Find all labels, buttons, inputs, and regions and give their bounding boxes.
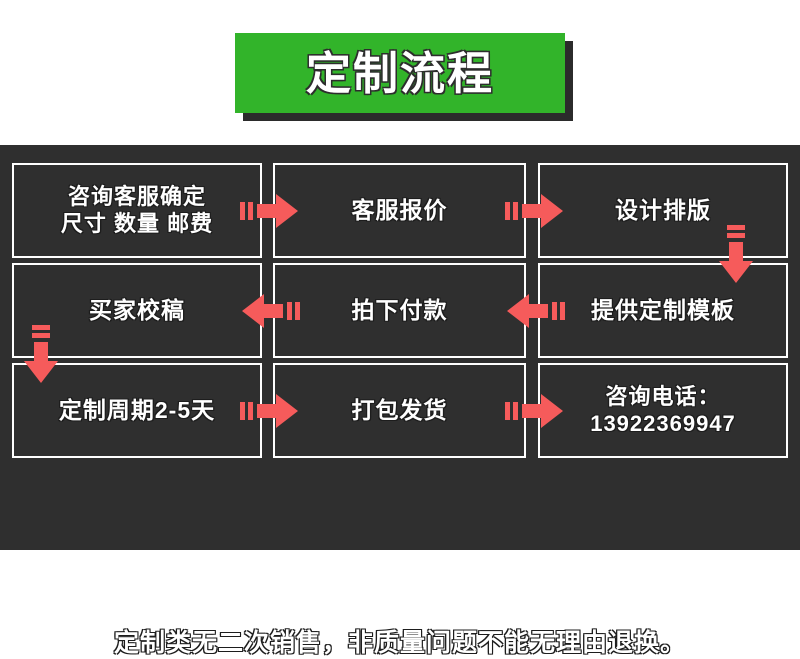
flow-step-design[interactable]: 设计排版 <box>538 163 788 258</box>
banner: 定制流程 <box>235 33 565 113</box>
flow-step-shipping[interactable]: 打包发货 <box>273 363 526 458</box>
flow-step-payment[interactable]: 拍下付款 <box>273 263 526 358</box>
flow-step-label: 设计排版 <box>615 197 711 224</box>
flow-step-label: 打包发货 <box>351 397 448 424</box>
arrow-right-4 <box>505 390 565 432</box>
arrow-right-2 <box>505 190 565 232</box>
flow-panel: 咨询客服确定 尺寸 数量 邮费 客服报价 设 <box>0 145 800 657</box>
flow-row-2: 买家校稿 拍下付款 提供定制模板 <box>0 263 800 383</box>
arrow-down-left <box>20 325 62 385</box>
flow-step-label: 拍下付款 <box>351 297 448 324</box>
flow-step-label: 客服报价 <box>351 197 448 224</box>
flow-step-label: 买家校稿 <box>89 297 185 324</box>
flow-step-label: 提供定制模板 <box>591 297 735 324</box>
flow-row-1: 咨询客服确定 尺寸 数量 邮费 客服报价 设 <box>0 163 800 283</box>
policy-note-text: 定制类无二次销售，非质量问题不能无理由退换。 <box>113 629 686 657</box>
arrow-right-1 <box>240 190 300 232</box>
arrow-left-2 <box>505 290 565 332</box>
flow-step-leadtime[interactable]: 定制周期2-5天 <box>12 363 262 458</box>
flow-step-quote[interactable]: 客服报价 <box>273 163 526 258</box>
flow-step-label: 咨询客服确定 尺寸 数量 邮费 <box>60 183 214 236</box>
title-banner-area: 定制流程 <box>0 0 800 145</box>
flow-step-contact[interactable]: 咨询电话： 13922369947 <box>538 363 788 458</box>
contact-phone-label: 咨询电话： 13922369947 <box>590 383 736 436</box>
page-title: 定制流程 <box>305 47 494 99</box>
flow-step-consult[interactable]: 咨询客服确定 尺寸 数量 邮费 <box>12 163 262 258</box>
flow-row-3: 定制周期2-5天 打包发货 咨询电话： 13 <box>0 363 800 458</box>
arrow-left-1 <box>240 290 300 332</box>
arrow-down-right <box>715 225 757 285</box>
flow-step-label: 定制周期2-5天 <box>58 397 216 424</box>
flow-grid: 咨询客服确定 尺寸 数量 邮费 客服报价 设 <box>0 145 800 463</box>
policy-note: 定制类无二次销售，非质量问题不能无理由退换。 <box>0 623 800 659</box>
arrow-right-3 <box>240 390 300 432</box>
